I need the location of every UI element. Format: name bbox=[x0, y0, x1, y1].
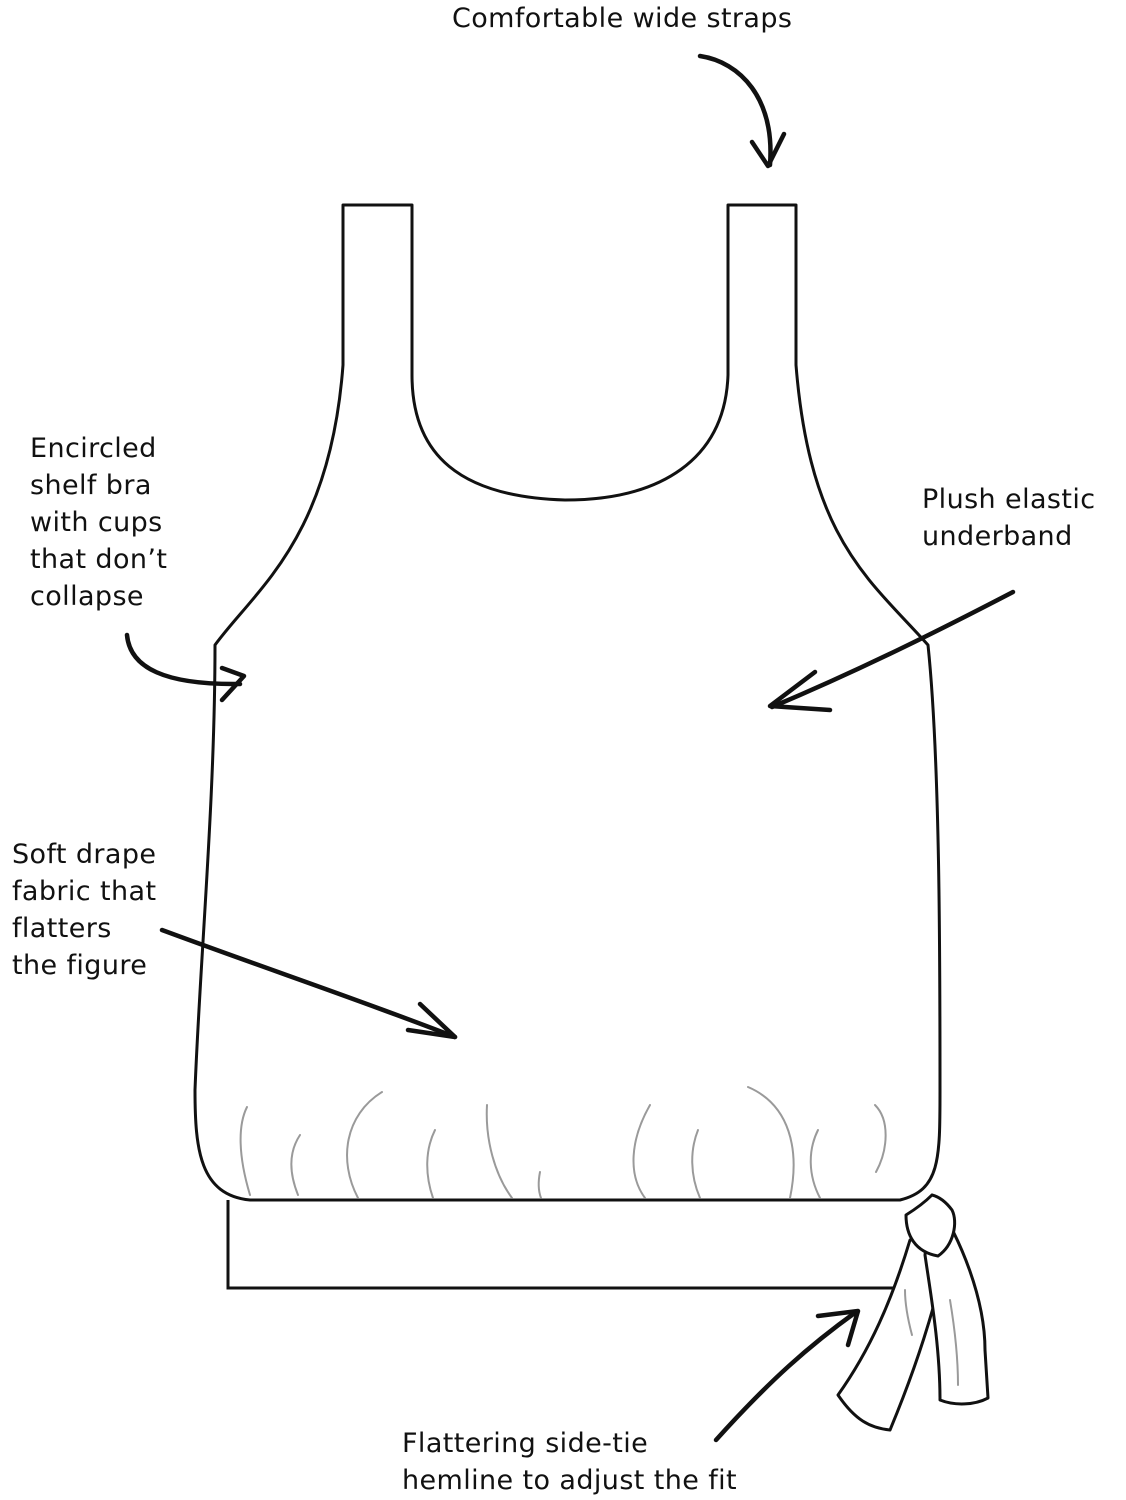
callout-line: with cups bbox=[30, 507, 163, 538]
callout-line: Flattering side-tie bbox=[402, 1428, 649, 1459]
callout-line: hemline to adjust the fit bbox=[402, 1465, 738, 1496]
arrow-hemline-head-icon bbox=[815, 1308, 861, 1348]
callout-drape-fabric: Soft drape fabric that flatters the figu… bbox=[12, 836, 156, 984]
callout-line: flatters bbox=[12, 913, 112, 944]
tank-top-outline bbox=[193, 203, 942, 1202]
tie-fold-lines bbox=[904, 1289, 959, 1386]
callout-line: that don’t bbox=[30, 544, 168, 575]
callout-line: the figure bbox=[12, 950, 148, 981]
arrow-fabric-icon bbox=[159, 927, 458, 1040]
arrow-hemline-icon bbox=[713, 1309, 859, 1443]
callout-side-tie-hemline: Flattering side-tie hemline to adjust th… bbox=[402, 1425, 737, 1499]
callout-line: shelf bra bbox=[30, 470, 152, 501]
callout-line: Encircled bbox=[30, 433, 157, 464]
arrow-underband-icon bbox=[769, 589, 1016, 710]
gather-lines bbox=[239, 1086, 887, 1199]
callout-line: Plush elastic bbox=[922, 484, 1096, 515]
hem-band bbox=[226, 1200, 910, 1290]
arrow-straps-head-icon bbox=[749, 131, 787, 169]
callout-line: Soft drape bbox=[12, 839, 157, 870]
arrow-fabric-head-icon bbox=[405, 1001, 458, 1040]
arrow-underband-head-icon bbox=[767, 669, 833, 713]
callout-line: collapse bbox=[30, 581, 144, 612]
arrow-straps-icon bbox=[697, 53, 773, 168]
callout-elastic-underband: Plush elastic underband bbox=[922, 481, 1096, 555]
callout-comfortable-straps: Comfortable wide straps bbox=[452, 0, 792, 37]
arrow-shelf-bra-head-icon bbox=[219, 665, 247, 703]
arrow-shelf-bra-icon bbox=[124, 632, 243, 687]
callout-shelf-bra: Encircled shelf bra with cups that don’t… bbox=[30, 430, 167, 615]
callout-line: Comfortable wide straps bbox=[452, 3, 793, 34]
side-tie-knot bbox=[836, 1193, 990, 1432]
callout-arrows bbox=[124, 53, 1016, 1443]
callout-line: underband bbox=[922, 521, 1073, 552]
callout-line: fabric that bbox=[12, 876, 157, 907]
